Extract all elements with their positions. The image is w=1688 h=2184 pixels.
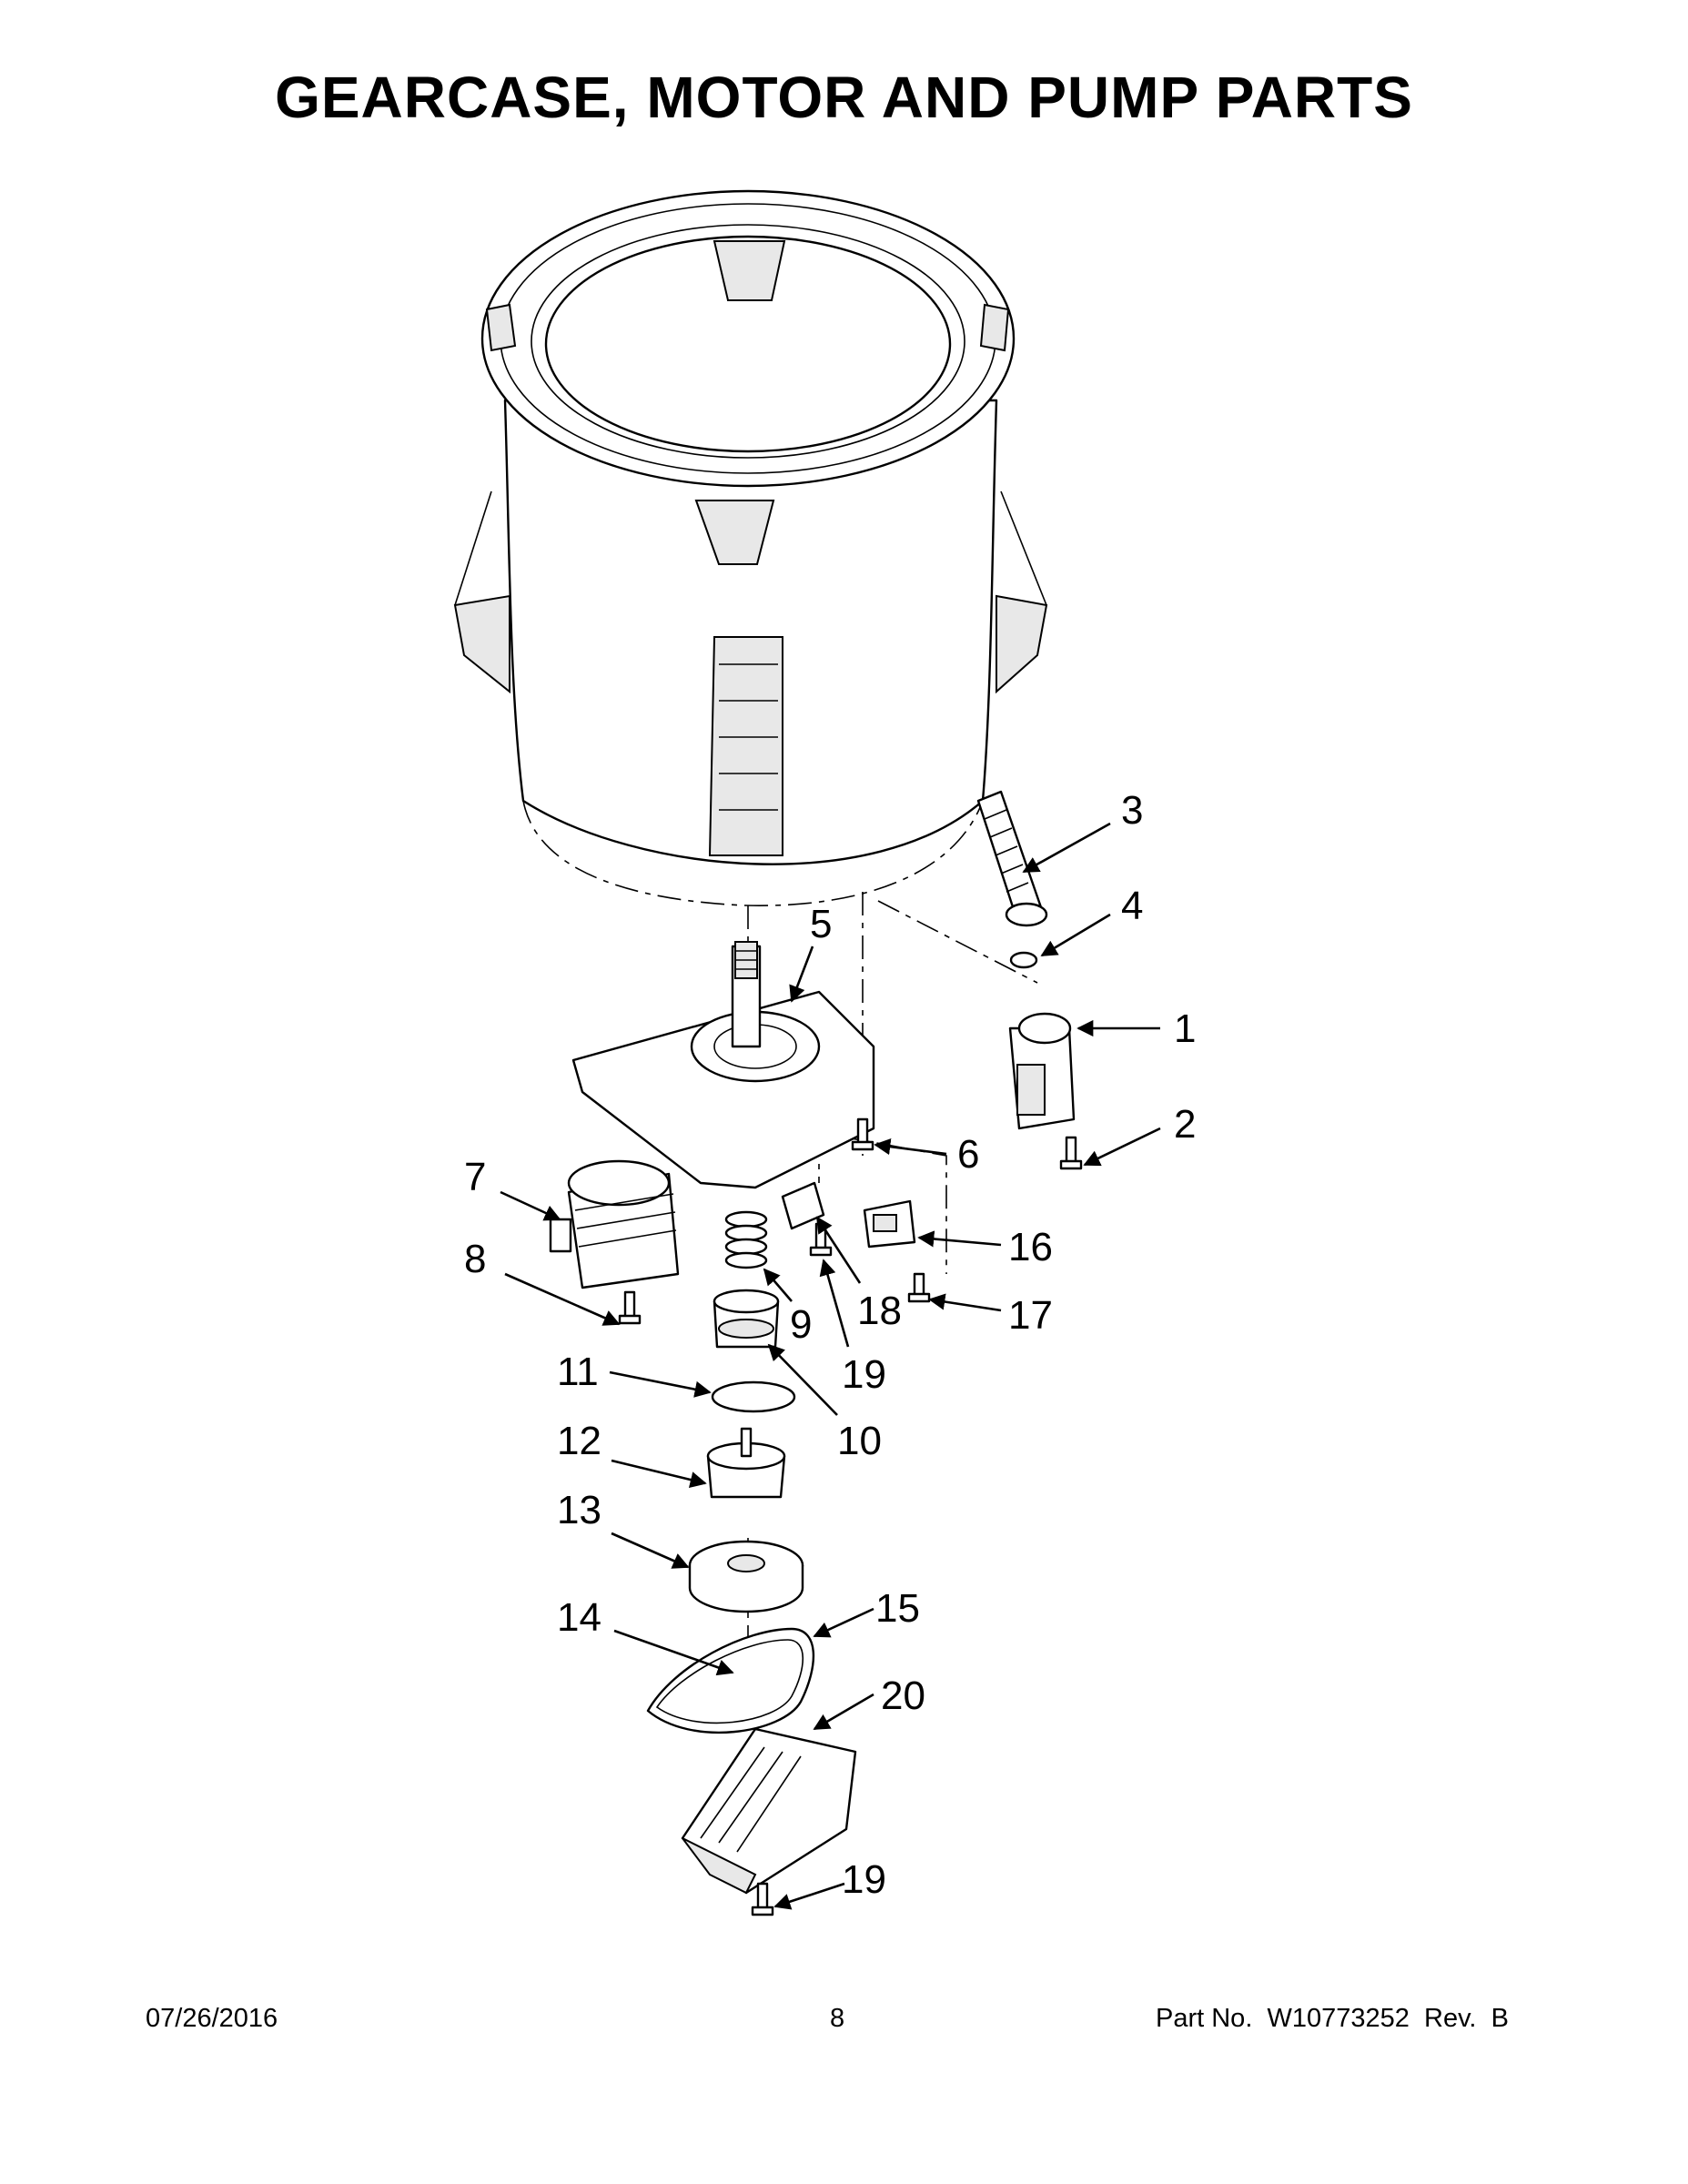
callout-6: 6 [957,1132,979,1177]
callout-12: 12 [557,1419,601,1463]
callout-13: 13 [557,1488,601,1532]
footer-part-number: Part No. W10773252 Rev. B [1156,2004,1509,2033]
drive-pulley [688,1540,804,1613]
shaft-spring [724,1210,768,1269]
callout-16: 16 [1008,1225,1053,1269]
callout-10: 10 [837,1419,882,1463]
footer-date: 07/26/2016 [146,2004,278,2033]
outer-tub [453,189,1048,906]
callout-5: 5 [810,902,832,946]
pump-screw [1059,1136,1083,1170]
callout-8: 8 [464,1237,486,1281]
switch-screw [907,1272,931,1303]
page-title: GEARCASE, MOTOR AND PUMP PARTS [275,65,1413,130]
retaining-ring [711,1380,796,1413]
lid-switch [863,1199,916,1249]
gearcase-screw [851,1117,874,1151]
callout-4: 4 [1121,884,1143,928]
callout-leaders [500,822,1161,1910]
drain-pump [1008,1012,1076,1130]
motor-screw [618,1290,642,1325]
callout-15: 15 [875,1586,920,1631]
callout-18: 18 [857,1289,902,1333]
callout-1: 1 [1174,1006,1196,1051]
capacitor-screw [809,1222,833,1257]
callout-14: 14 [557,1595,601,1640]
drive-motor [549,1159,680,1289]
footer-page-number: 8 [830,2004,845,2033]
callout-11: 11 [557,1350,599,1394]
callout-labels: 1 2 3 4 5 6 7 8 9 10 11 12 13 14 15 16 1… [464,788,1196,1902]
gearcase [571,941,875,1189]
drive-belt [646,1627,815,1734]
callout-17: 17 [1008,1293,1053,1338]
hose-clamp [1009,951,1038,969]
callout-19-upper: 19 [842,1352,886,1397]
callout-3: 3 [1121,788,1143,833]
drain-hose [976,790,1048,927]
callout-2: 2 [1174,1102,1196,1147]
shield-screw [751,1882,774,1916]
callout-7: 7 [464,1155,486,1199]
pulley-shield [681,1727,857,1895]
splined-coupler [713,1289,780,1349]
capacitor [781,1181,825,1230]
callout-9: 9 [790,1302,812,1347]
callout-20: 20 [881,1673,925,1718]
shifter [706,1427,786,1499]
callout-19-lower: 19 [842,1857,886,1902]
